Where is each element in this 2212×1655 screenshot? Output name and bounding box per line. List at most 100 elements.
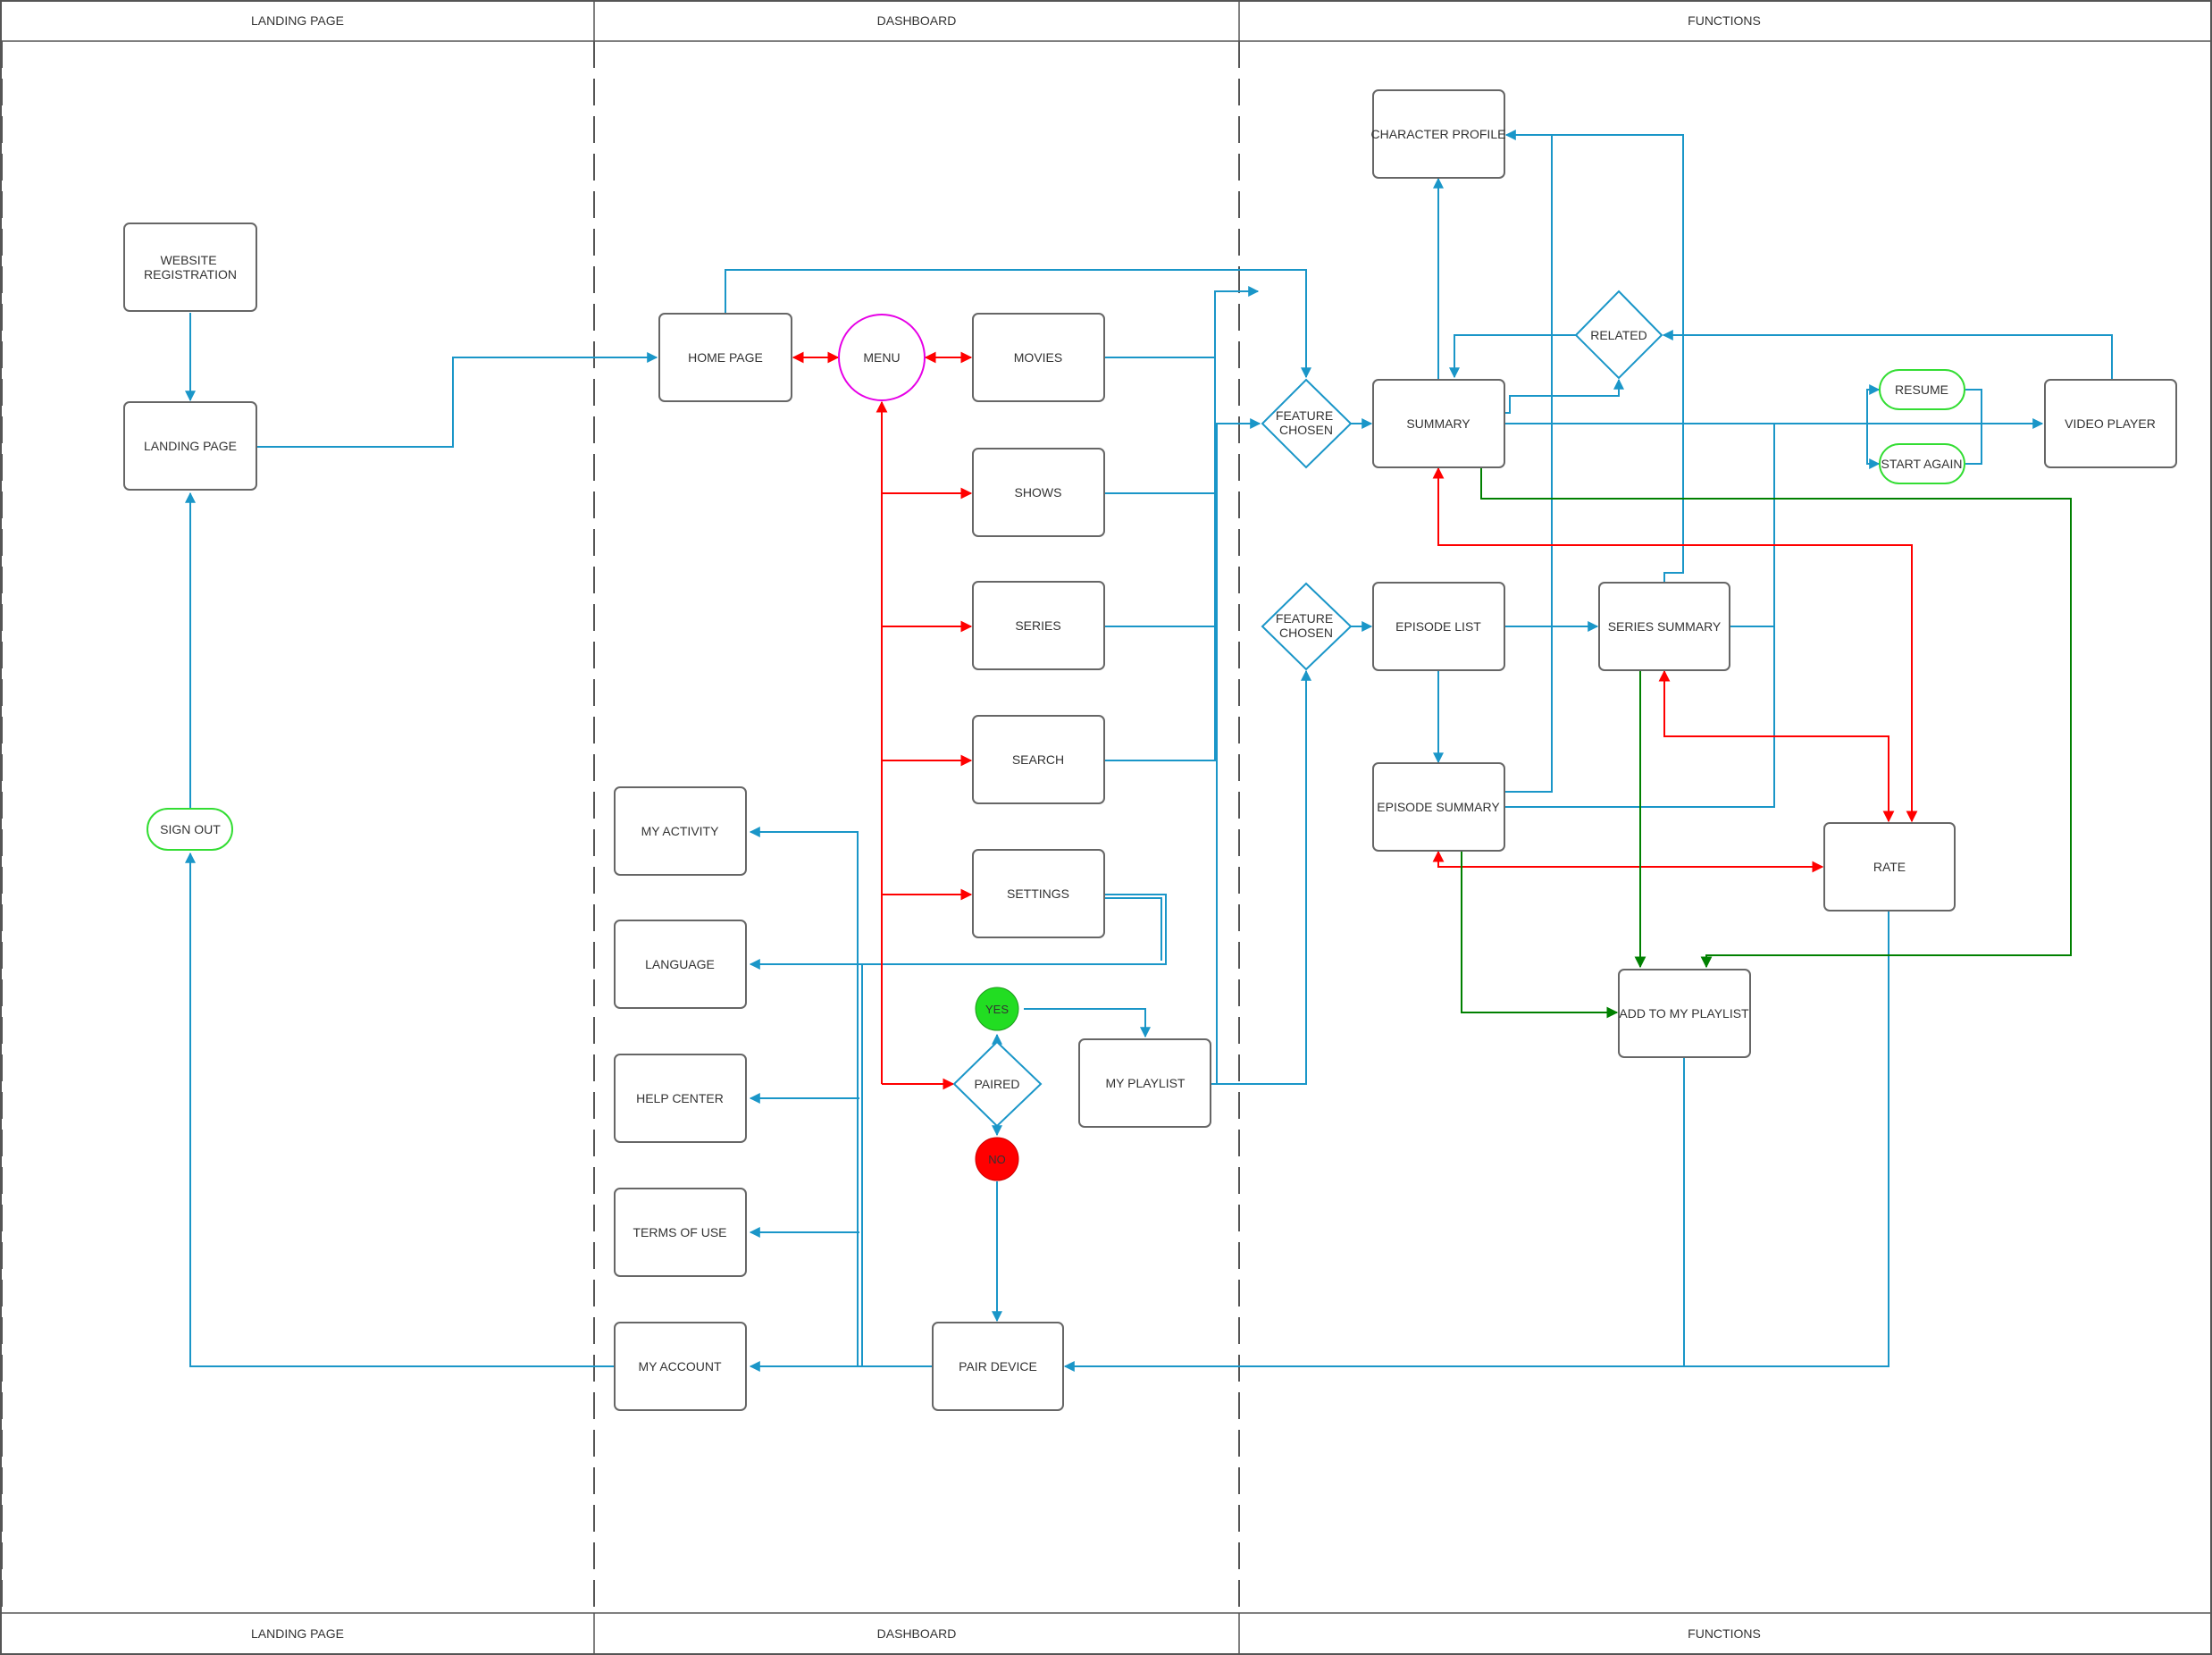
edge-epsummary-to-playlist: [1461, 852, 1619, 1019]
edge-search-to-feature: [1104, 424, 1216, 761]
edge-summary-rate: [1432, 466, 1918, 823]
edge-home-to-feature: [725, 269, 1311, 379]
edge-shows-to-feature: [1104, 424, 1216, 494]
edge-startagain-to-video: [1965, 424, 1982, 465]
video-player-label: VIDEO PLAYER: [2065, 416, 2156, 431]
video-player-node[interactable]: VIDEO PLAYER: [2044, 379, 2177, 468]
settings-node[interactable]: SETTINGS: [972, 849, 1105, 938]
summary-label: SUMMARY: [1406, 416, 1470, 431]
sign-out-node[interactable]: SIGN OUT: [147, 808, 233, 851]
my-playlist-node[interactable]: MY PLAYLIST: [1078, 1038, 1211, 1128]
edge-series-to-feature: [1104, 424, 1216, 627]
landing-page-label: LANDING PAGE: [144, 439, 237, 453]
movies-label: MOVIES: [1014, 350, 1062, 365]
character-profile-label: CHARACTER PROFILE: [1371, 127, 1506, 141]
search-node[interactable]: SEARCH: [972, 715, 1105, 804]
edge-related-to-summary: [1449, 334, 1577, 379]
blue-connectors: [185, 130, 2113, 1372]
no-node[interactable]: NO: [975, 1137, 1019, 1181]
green-connectors: [1461, 468, 2072, 1019]
edge-summary-to-related: [1504, 378, 1624, 414]
feature-chosen-decision-1[interactable]: FEATURE CHOSEN: [1261, 378, 1353, 469]
summary-node[interactable]: SUMMARY: [1372, 379, 1505, 468]
lane-footer-landing: LANDING PAGE: [251, 1626, 344, 1641]
series-summary-node[interactable]: SERIES SUMMARY: [1598, 582, 1730, 671]
series-summary-label: SERIES SUMMARY: [1608, 619, 1722, 634]
yes-node[interactable]: YES: [975, 987, 1019, 1031]
episode-list-node[interactable]: EPISODE LIST: [1372, 582, 1505, 671]
feature-chosen-1-label: FEATURE CHOSEN: [1276, 408, 1336, 437]
series-label: SERIES: [1015, 618, 1060, 633]
menu-node[interactable]: MENU: [838, 314, 926, 401]
episode-list-label: EPISODE LIST: [1395, 619, 1481, 634]
sign-out-label: SIGN OUT: [160, 822, 221, 836]
edge-rate-to-pairdevice: [1063, 911, 1889, 1372]
lane-footer-functions: FUNCTIONS: [1688, 1626, 1761, 1641]
edge-summary-to-startagain: [1866, 424, 1881, 469]
no-label: NO: [988, 1153, 1006, 1166]
episode-summary-label: EPISODE SUMMARY: [1377, 800, 1500, 814]
character-profile-node[interactable]: CHARACTER PROFILE: [1371, 89, 1506, 179]
episode-summary-node[interactable]: EPISODE SUMMARY: [1372, 762, 1505, 852]
edge-yes-to-playlist: [1024, 1008, 1151, 1038]
edge-summary-to-playlist: [1480, 468, 2072, 969]
edge-epsummary-rate: [1432, 850, 1824, 873]
search-label: SEARCH: [1012, 752, 1064, 767]
related-label: RELATED: [1590, 328, 1647, 342]
red-connectors: [792, 351, 1918, 1090]
shows-node[interactable]: SHOWS: [972, 448, 1105, 537]
edge-video-to-related: [1662, 330, 2113, 379]
menu-label: MENU: [863, 350, 900, 365]
language-node[interactable]: LANGUAGE: [614, 920, 747, 1009]
my-account-node[interactable]: MY ACCOUNT: [614, 1322, 747, 1411]
resume-node[interactable]: RESUME: [1879, 369, 1965, 410]
home-page-label: HOME PAGE: [688, 350, 763, 365]
series-node[interactable]: SERIES: [972, 581, 1105, 670]
resume-label: RESUME: [1895, 382, 1948, 397]
home-page-node[interactable]: HOME PAGE: [658, 313, 792, 402]
edge-seriessummary-rate: [1658, 669, 1895, 823]
language-label: LANGUAGE: [645, 957, 715, 971]
rate-node[interactable]: RATE: [1823, 822, 1956, 912]
edge-epsummary-to-character: [1504, 130, 1553, 793]
paired-label: PAIRED: [974, 1077, 1019, 1091]
pair-device-label: PAIR DEVICE: [959, 1359, 1037, 1374]
edge-landing-to-home: [256, 352, 658, 448]
lane-headers: LANDING PAGE DASHBOARD FUNCTIONS LANDING…: [251, 13, 1761, 1641]
edge-movies-to-feature: [1104, 357, 1261, 429]
help-center-node[interactable]: HELP CENTER: [614, 1054, 747, 1143]
settings-label: SETTINGS: [1007, 886, 1069, 901]
terms-of-use-node[interactable]: TERMS OF USE: [614, 1188, 747, 1277]
landing-page-node[interactable]: LANDING PAGE: [123, 401, 257, 491]
rate-label: RATE: [1873, 860, 1906, 874]
edge-settings-double: [1104, 897, 1162, 961]
edge-resume-to-video: [1965, 389, 1982, 424]
start-again-node[interactable]: START AGAIN: [1879, 443, 1965, 484]
movies-node[interactable]: MOVIES: [972, 313, 1105, 402]
feature-chosen-decision-2[interactable]: FEATURE CHOSEN: [1261, 582, 1353, 671]
terms-of-use-label: TERMS OF USE: [633, 1225, 726, 1239]
my-account-label: MY ACCOUNT: [638, 1359, 722, 1374]
related-decision[interactable]: RELATED: [1574, 290, 1663, 380]
yes-label: YES: [985, 1003, 1009, 1016]
my-activity-node[interactable]: MY ACTIVITY: [614, 786, 747, 876]
paired-decision[interactable]: PAIRED: [952, 1040, 1043, 1128]
my-playlist-label: MY PLAYLIST: [1106, 1076, 1186, 1090]
add-to-my-playlist-label: ADD TO MY PLAYLIST: [1619, 1006, 1749, 1021]
lane-header-functions: FUNCTIONS: [1688, 13, 1761, 28]
start-again-label: START AGAIN: [1881, 457, 1962, 471]
edge-playlist-to-feature2: [1211, 669, 1311, 1085]
edge-top-stub: [1214, 286, 1260, 424]
website-registration-node[interactable]: WEBSITE REGISTRATION: [123, 223, 257, 312]
website-registration-label: WEBSITE REGISTRATION: [144, 253, 237, 281]
help-center-label: HELP CENTER: [636, 1091, 724, 1105]
edge-myaccount-to-signout: [185, 852, 615, 1367]
feature-chosen-2-label: FEATURE CHOSEN: [1276, 611, 1336, 640]
pair-device-node[interactable]: PAIR DEVICE: [932, 1322, 1064, 1411]
edge-trunk-to-myactivity: [749, 827, 859, 1366]
lane-header-landing: LANDING PAGE: [251, 13, 344, 28]
shows-label: SHOWS: [1015, 485, 1062, 500]
add-to-my-playlist-node[interactable]: ADD TO MY PLAYLIST: [1618, 969, 1751, 1058]
